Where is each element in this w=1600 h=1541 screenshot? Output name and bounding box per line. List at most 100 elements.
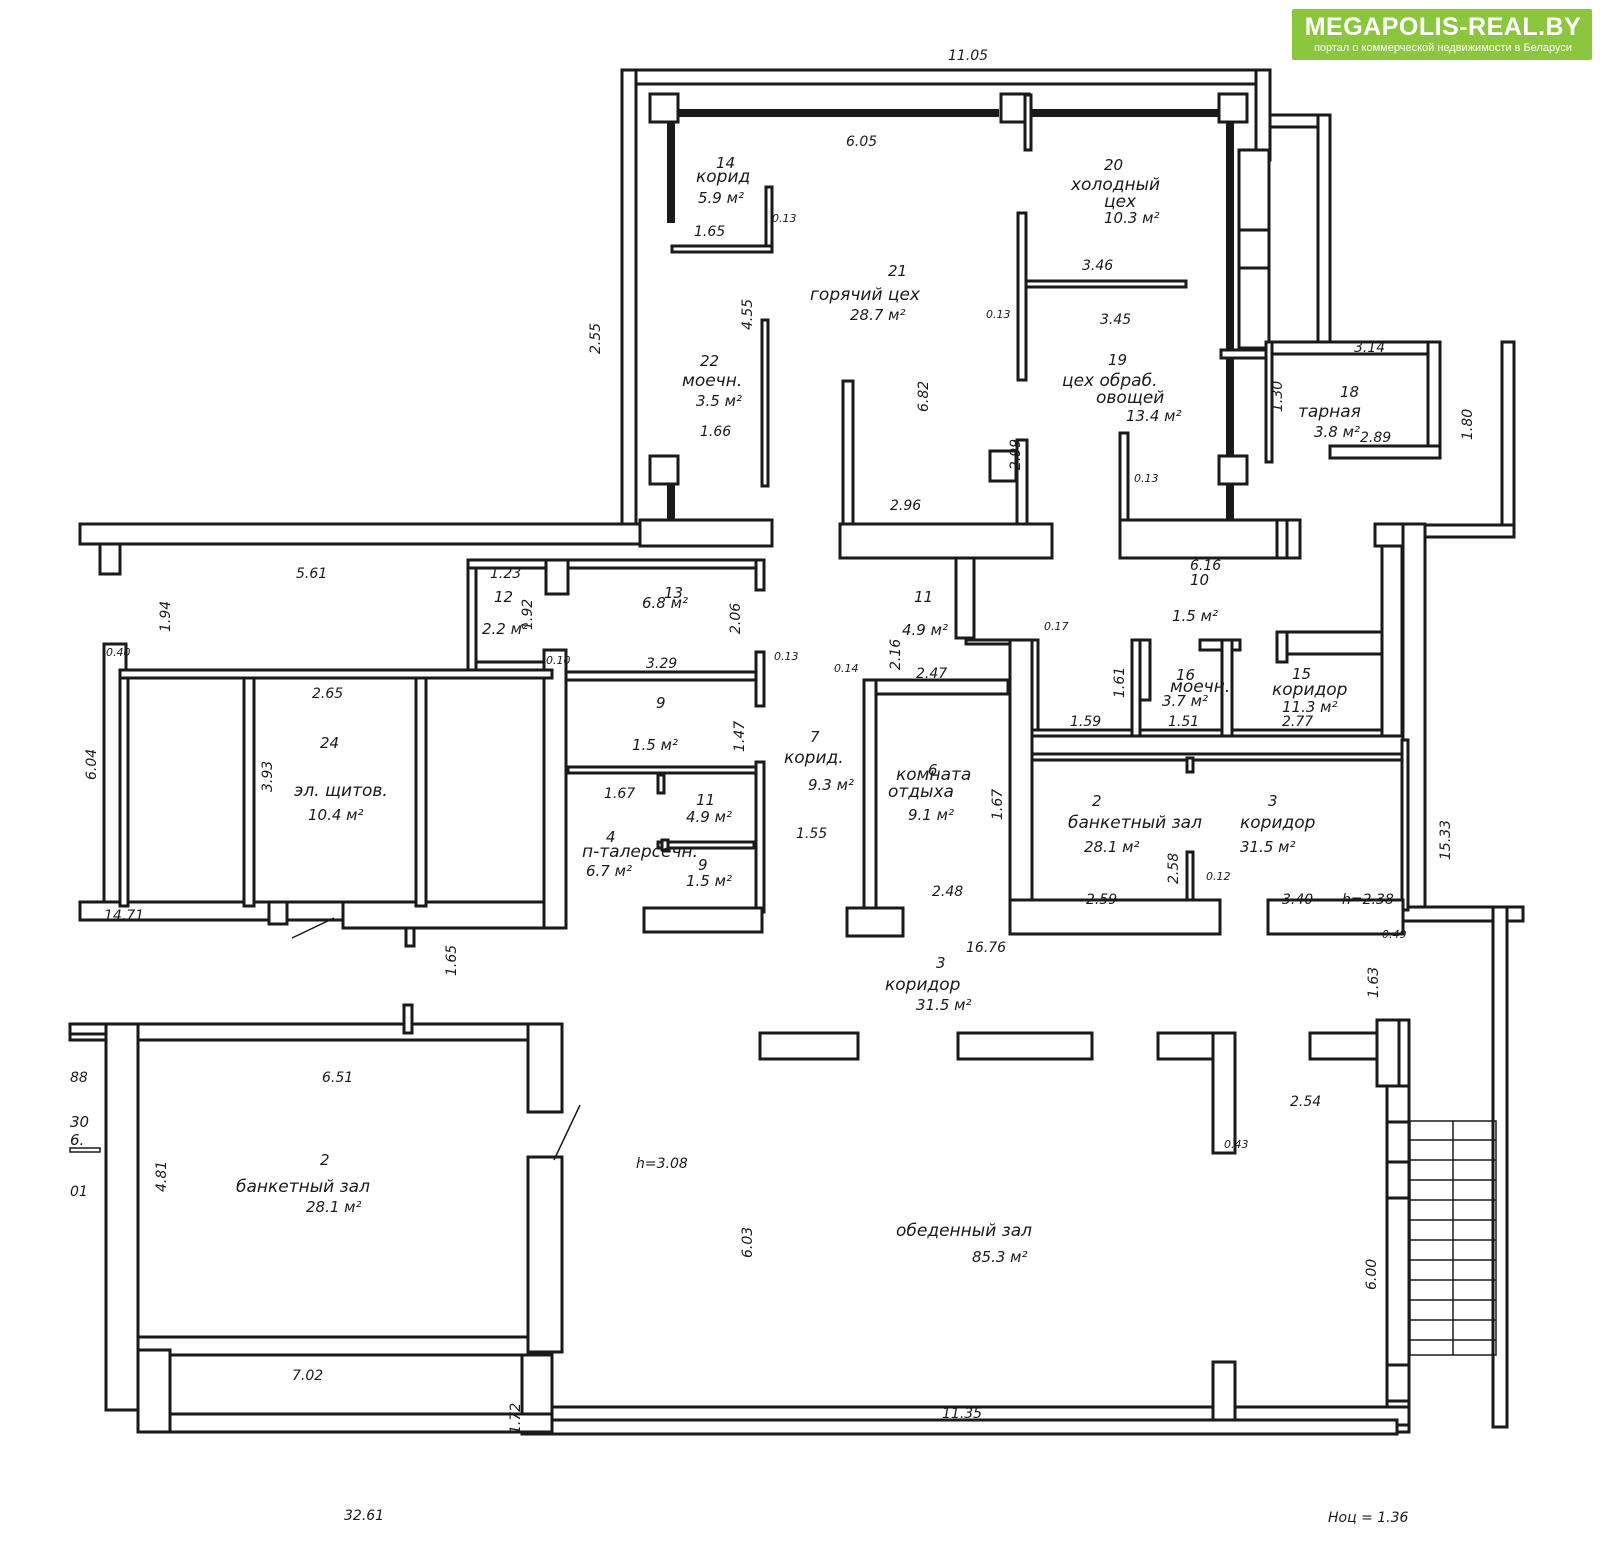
dim-0-40: 0.40 xyxy=(106,646,131,659)
room-area-11: 1.5 м² xyxy=(632,736,678,754)
dim-1-63: 1.63 xyxy=(1366,967,1382,998)
room-number-3: 3 xyxy=(936,954,946,972)
dim-5-61: 5.61 xyxy=(296,566,327,582)
dim-0-10: 0.10 xyxy=(546,654,571,667)
dim-11-05: 11.05 xyxy=(948,48,988,64)
left-edge-fragment xyxy=(69,1147,101,1153)
dim-3-29: 3.29 xyxy=(646,656,677,672)
dim-2-47: 2.47 xyxy=(916,666,947,682)
dim-1-55: 1.55 xyxy=(796,826,827,842)
dim-2-77: 2.77 xyxy=(1282,714,1313,730)
dim-2-48: 2.48 xyxy=(932,884,963,900)
room-area-8: 6.7 м² xyxy=(586,862,632,880)
dim-4-55: 4.55 xyxy=(740,299,756,330)
dim-6-05: 6.05 xyxy=(846,134,877,150)
room-number-17: 16 xyxy=(1176,666,1195,684)
room-number-9: 9 xyxy=(698,856,708,874)
dim-1-30: 1.30 xyxy=(1270,381,1286,412)
room-area-7: 9.3 м² xyxy=(808,776,854,794)
room-name-8: п-талерсечн. xyxy=(582,842,698,862)
room-area-19: 13.4 м² xyxy=(1126,407,1182,425)
room-number-6: 6 xyxy=(928,761,938,779)
room-name-6: комната xyxy=(896,765,971,785)
room-number-12: 12 xyxy=(494,588,513,606)
room-number-14: 11 xyxy=(914,588,933,606)
footer-height: Hоц = 1.36 xyxy=(1328,1510,1409,1526)
room-number-8: 4 xyxy=(606,828,616,846)
dim-1-23: 1.23 xyxy=(490,566,521,582)
dim-3-93: 3.93 xyxy=(260,761,276,792)
room-area-14: 4.9 м² xyxy=(902,621,948,639)
room-number-21: 21 xyxy=(888,262,907,280)
dim-1-67b: 1.67 xyxy=(990,789,1006,820)
dim-6-16: 6.16 xyxy=(1190,558,1221,574)
room-number-15: 10 xyxy=(1190,571,1209,589)
room-name-19: цех обраб. xyxy=(1062,371,1157,391)
room-area-15: 1.5 м² xyxy=(1172,607,1218,625)
dim-0-13d: 0.13 xyxy=(774,650,799,663)
dim-6-03: 6.03 xyxy=(740,1227,756,1258)
dim-6-04: 6.04 xyxy=(84,749,100,780)
room-area-21: 28.7 м² xyxy=(850,306,906,324)
room-number-20: 20 xyxy=(1104,156,1123,174)
dim-1-61: 1.61 xyxy=(1112,667,1128,698)
dim-1-94: 1.94 xyxy=(158,601,174,632)
dim-2-89: 2.89 xyxy=(1360,430,1391,446)
room-name-21: горячий цех xyxy=(810,285,921,305)
dim-32-61: 32.61 xyxy=(344,1508,384,1524)
room-name-24: эл. щитов. xyxy=(294,781,388,801)
megapolis-logo[interactable]: MEGAPOLIS-REAL.BY портал о коммерческой … xyxy=(1292,9,1592,60)
dim-0-13a: 0.13 xyxy=(772,212,797,225)
dim-2-58: 2.58 xyxy=(1166,853,1182,884)
room-area-6: 9.1 м² xyxy=(908,806,954,824)
dim-0-12: 0.12 xyxy=(1206,870,1231,883)
dim-3-40: 3.40 xyxy=(1282,892,1313,908)
room-area-5: 31.5 м² xyxy=(1240,838,1296,856)
dim-0-43: 0.43 xyxy=(1224,1138,1249,1151)
room-number-7: 7 xyxy=(810,728,820,746)
room-number-23: 22 xyxy=(700,352,719,370)
room-area-30: 6. xyxy=(70,1131,84,1149)
room-area-10: 4.9 м² xyxy=(686,808,732,826)
room-name-5: коридор xyxy=(1240,813,1316,833)
dimensions: 11.05 6.05 2.55 1.65 3.46 3.45 4.55 6.82… xyxy=(70,48,1476,1526)
dim-3-14: 3.14 xyxy=(1354,340,1385,356)
dim-3-46: 3.46 xyxy=(1082,258,1113,274)
room-name-4: банкетный зал xyxy=(1068,813,1202,833)
room-name-17: моечн. xyxy=(1170,677,1230,697)
room-labels: 14 корид 5.9 м² 20 холодный цех 10.3 м² … xyxy=(70,154,1361,1266)
room-area-23: 3.5 м² xyxy=(696,392,742,410)
room-name-7: корид. xyxy=(784,748,844,768)
dim-2-65: 2.65 xyxy=(312,686,343,702)
room-area-3: 31.5 м² xyxy=(916,996,972,1014)
dim-6-00: 6.00 xyxy=(1364,1259,1380,1290)
room-name-22: корид xyxy=(696,167,750,187)
dim-1-92: 1.92 xyxy=(520,599,536,630)
room-name2-19: овощей xyxy=(1096,388,1164,408)
room-area-22: 5.9 м² xyxy=(698,189,744,207)
room-name-23: моечн. xyxy=(682,371,742,391)
dim-15-33: 15.33 xyxy=(1438,820,1454,860)
dim-3-45: 3.45 xyxy=(1100,312,1131,328)
dim-2-96: 2.96 xyxy=(890,498,921,514)
dim-1-65: 1.65 xyxy=(694,224,725,240)
logo-subtitle: портал о коммерческой недвижимости в Бел… xyxy=(1313,42,1573,54)
room-name2-6: отдыха xyxy=(888,782,954,802)
dim-2-06: 2.06 xyxy=(728,603,744,634)
dim-0-13c: 0.13 xyxy=(1134,472,1159,485)
room-area-16: 11.3 м² xyxy=(1282,698,1338,716)
dim-2-99: 2.99 xyxy=(1008,439,1024,470)
room-name2-20: цех xyxy=(1104,192,1137,212)
dim-6-82: 6.82 xyxy=(916,381,932,412)
dim-2-59: 2.59 xyxy=(1086,892,1117,908)
room-number-22: 14 xyxy=(716,154,735,172)
room-number-4: 2 xyxy=(1092,792,1102,810)
dim-1-80: 1.80 xyxy=(1460,409,1476,440)
room-number-10: 11 xyxy=(696,791,715,809)
dim-14-71: 14.71 xyxy=(104,908,144,924)
dim-01: 01 xyxy=(70,1184,88,1200)
staircase xyxy=(1385,1084,1497,1403)
room-area-2: 28.1 м² xyxy=(306,1198,362,1216)
room-name-dining: обеденный зал xyxy=(896,1221,1032,1241)
dim-0-17: 0.17 xyxy=(1044,620,1069,633)
